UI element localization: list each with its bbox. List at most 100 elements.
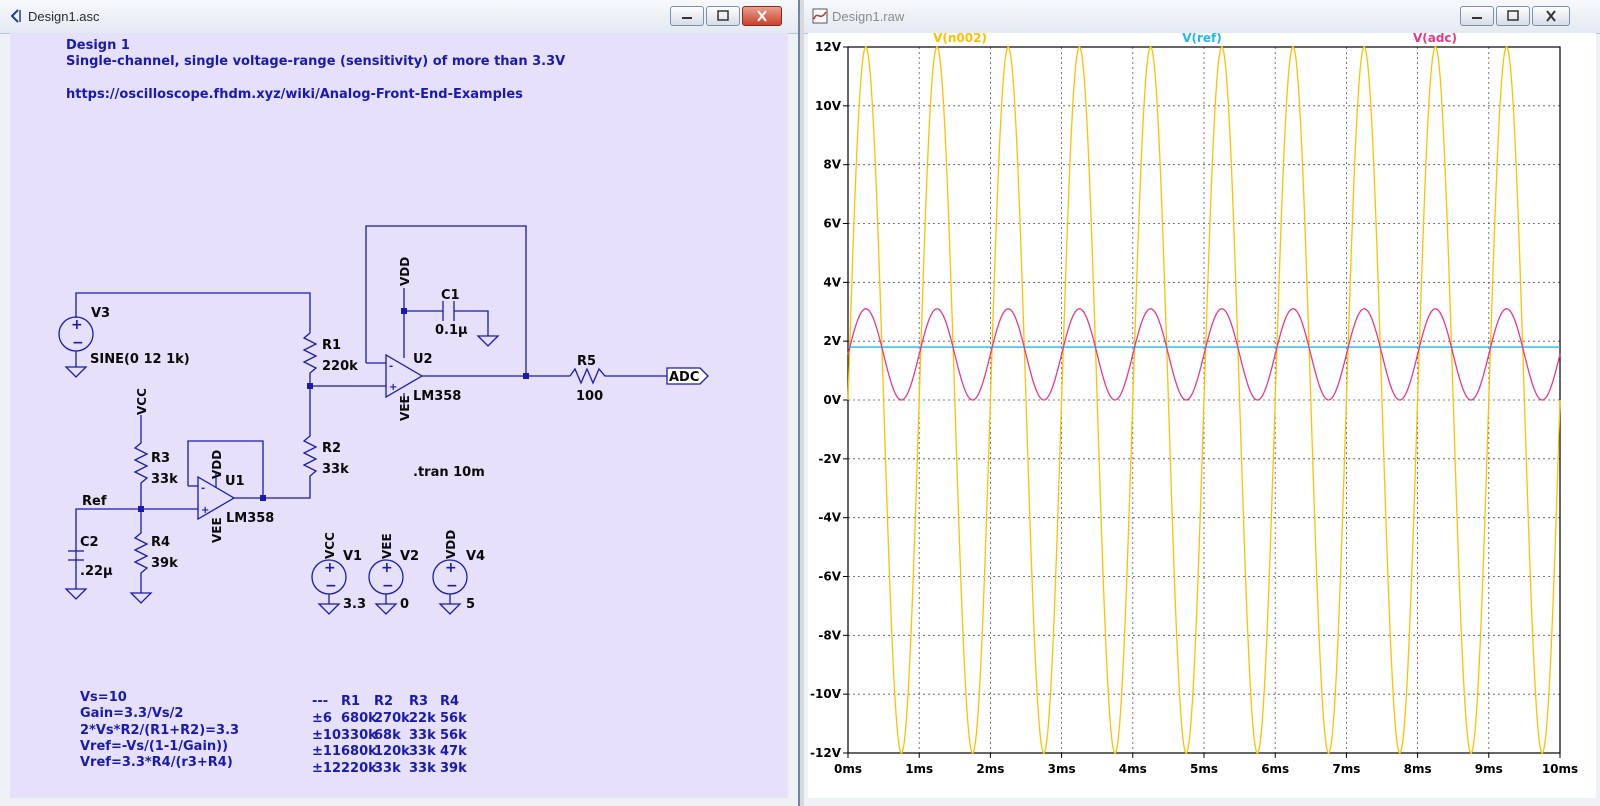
svg-text:0.1µ: 0.1µ	[435, 323, 468, 338]
svg-text:R4: R4	[151, 535, 170, 550]
svg-text:LM358: LM358	[226, 511, 274, 526]
close-icon	[1546, 10, 1556, 22]
svg-text:2*Vs*R2/(R1+R2)=3.3: 2*Vs*R2/(R1+R2)=3.3	[80, 723, 239, 738]
legend-entry: V(n002)	[933, 33, 987, 45]
svg-text:VCC: VCC	[323, 532, 337, 559]
y-tick-label: -4V	[818, 511, 841, 525]
svg-text:R2: R2	[322, 441, 341, 456]
x-tick-label: 5ms	[1190, 762, 1218, 776]
svg-text:Vref=-Vs/(1-1/Gain)): Vref=-Vs/(1-1/Gain))	[80, 739, 228, 754]
maximize-button[interactable]	[706, 6, 740, 26]
x-tick-label: 2ms	[976, 762, 1004, 776]
svg-text:LM358: LM358	[413, 389, 461, 404]
window-title: Design1.raw	[832, 9, 905, 24]
svg-text:+: +	[324, 560, 336, 576]
svg-text:R5: R5	[577, 354, 596, 369]
x-tick-label: 4ms	[1119, 762, 1147, 776]
schematic-url: https://oscilloscope.fhdm.xyz/wiki/Analo…	[66, 87, 523, 102]
svg-text:---: ---	[312, 694, 328, 709]
close-button[interactable]	[742, 6, 782, 26]
svg-text:R3: R3	[409, 694, 428, 709]
svg-text:Vs=10: Vs=10	[80, 690, 127, 705]
svg-text:33k: 33k	[151, 472, 178, 487]
svg-text:33k: 33k	[374, 761, 401, 776]
rotated-power-labels: VDD VCC VEE VDD VEE VCC VEE VDD	[135, 257, 458, 559]
svg-text:VEE: VEE	[210, 517, 224, 543]
svg-text:C2: C2	[80, 535, 99, 550]
schematic-titlebar[interactable]: Design1.asc	[0, 0, 798, 34]
svg-text:+: +	[201, 505, 209, 516]
svg-text:ADC: ADC	[669, 370, 699, 385]
svg-text:68k: 68k	[374, 728, 401, 743]
series-line-v-n002-	[847, 46, 1561, 754]
svg-text:R2: R2	[374, 694, 393, 709]
y-tick-label: 6V	[823, 217, 841, 231]
ground-symbols	[64, 335, 500, 615]
svg-text:Gain=3.3/Vs/2: Gain=3.3/Vs/2	[80, 706, 183, 721]
opamps	[197, 353, 424, 521]
svg-text:±10: ±10	[312, 728, 341, 743]
svg-text:VDD: VDD	[210, 450, 224, 479]
minimize-button[interactable]	[670, 6, 704, 26]
svg-text:VDD: VDD	[398, 257, 412, 286]
svg-text:V3: V3	[91, 306, 110, 321]
svg-text:R3: R3	[151, 451, 170, 466]
svg-text:.tran 10m: .tran 10m	[413, 465, 485, 480]
svg-text:33k: 33k	[409, 744, 436, 759]
svg-text:R1: R1	[322, 338, 341, 353]
junctions	[138, 308, 529, 512]
x-tick-label: 6ms	[1261, 762, 1289, 776]
svg-text:120k: 120k	[374, 744, 410, 759]
svg-text:100: 100	[576, 389, 603, 404]
x-tick-label: 0ms	[834, 762, 862, 776]
schematic-canvas[interactable]: Design 1 Single-channel, single voltage-…	[10, 33, 788, 798]
wires	[68, 225, 667, 593]
svg-text:680k: 680k	[341, 711, 377, 726]
svg-text:U2: U2	[413, 352, 433, 367]
y-tick-label: -10V	[810, 687, 842, 701]
schematic-drawing: Design 1 Single-channel, single voltage-…	[58, 38, 709, 776]
y-tick-label: 12V	[815, 40, 842, 54]
svg-text:0: 0	[400, 597, 409, 612]
close-icon	[757, 10, 767, 22]
svg-text:V4: V4	[466, 549, 485, 564]
svg-text:±6: ±6	[312, 711, 332, 726]
svg-text:-: -	[201, 483, 205, 494]
window-title: Design1.asc	[28, 9, 100, 24]
schematic-title: Design 1	[66, 38, 130, 53]
maximize-button[interactable]	[1496, 6, 1530, 26]
minimize-button[interactable]	[1460, 6, 1494, 26]
svg-text:+: +	[71, 317, 83, 333]
svg-text:VCC: VCC	[135, 388, 149, 415]
schematic-window: Design1.asc Design 1 Single-channel, sin…	[0, 0, 800, 806]
svg-text:±11: ±11	[312, 744, 341, 759]
svg-text:330k: 330k	[341, 728, 377, 743]
close-button[interactable]	[1532, 6, 1570, 26]
component-labels: V3 SINE(0 12 1k) R1 220k R2 33k R3 33k R…	[80, 288, 699, 612]
adc-port	[666, 367, 709, 385]
svg-text:C1: C1	[441, 288, 460, 303]
legend-entry: V(adc)	[1413, 33, 1457, 45]
x-tick-label: 3ms	[1048, 762, 1076, 776]
svg-text:VEE: VEE	[380, 533, 394, 559]
x-tick-label: 1ms	[905, 762, 933, 776]
svg-text:−: −	[382, 578, 394, 594]
svg-text:56k: 56k	[440, 728, 467, 743]
svg-text:VEE: VEE	[398, 395, 412, 421]
svg-text:270k: 270k	[374, 711, 410, 726]
minimize-icon	[682, 17, 692, 19]
y-tick-label: -2V	[818, 452, 841, 466]
waveform-titlebar[interactable]: Design1.raw	[804, 0, 1600, 34]
svg-text:−: −	[72, 335, 84, 351]
x-tick-label: 9ms	[1475, 762, 1503, 776]
svg-text:220k: 220k	[322, 359, 358, 374]
svg-text:±12: ±12	[312, 761, 341, 776]
svg-text:39k: 39k	[440, 761, 467, 776]
y-tick-label: -6V	[818, 570, 841, 584]
y-tick-label: -12V	[810, 746, 842, 760]
svg-text:3.3: 3.3	[343, 597, 366, 612]
waveform-app-icon	[812, 8, 828, 24]
